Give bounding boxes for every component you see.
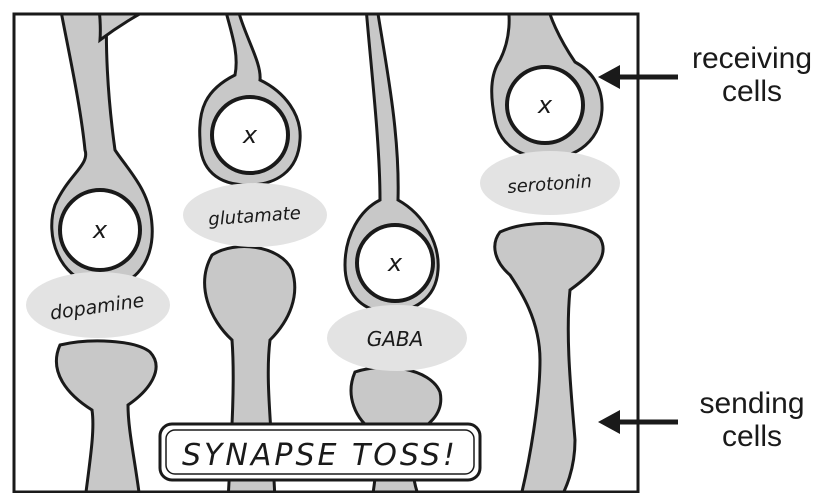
- receptor-mark: x: [242, 121, 258, 149]
- sending-label-line2: cells: [722, 420, 782, 453]
- transmitter-label-gaba: GABA: [367, 327, 424, 351]
- banner-title: SYNAPSE TOSS!: [182, 438, 458, 473]
- receptor-mark: x: [387, 249, 403, 277]
- receptor-mark: x: [92, 216, 108, 244]
- receptor-mark: x: [537, 91, 553, 119]
- sending-label-line1: sending: [699, 387, 804, 420]
- receiving-label-line2: cells: [722, 75, 782, 108]
- receiving-label-line1: receiving: [692, 42, 812, 75]
